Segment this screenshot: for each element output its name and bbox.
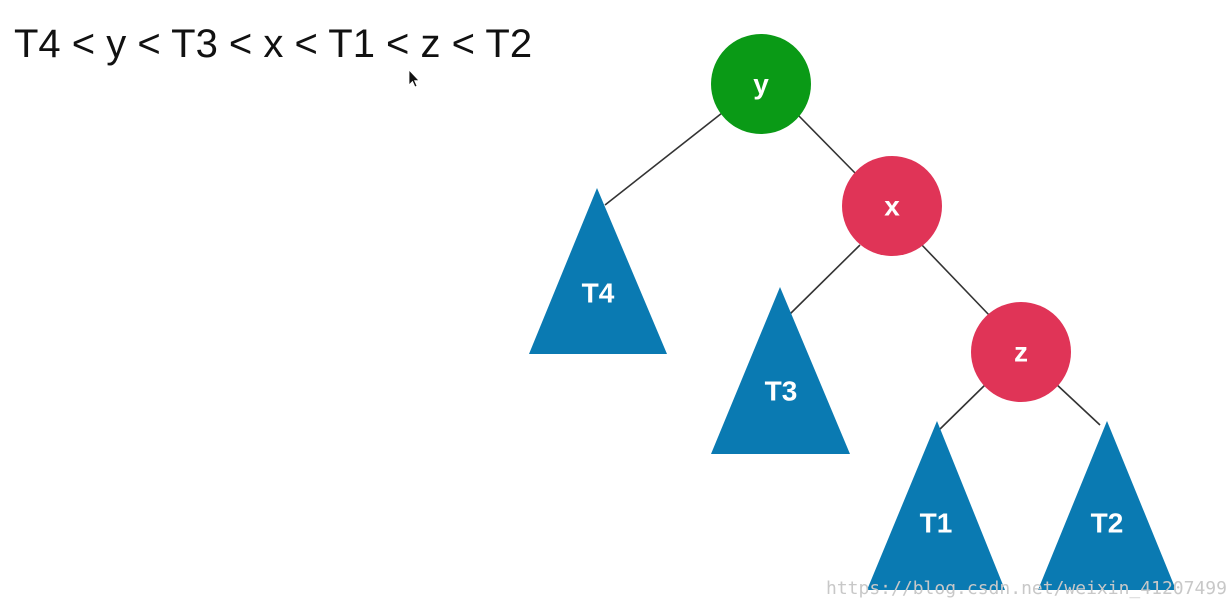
node-x: x	[842, 156, 942, 256]
edge-x-z	[919, 242, 991, 317]
edge-y-t4	[604, 112, 723, 206]
node-z-label: z	[1014, 337, 1028, 368]
edge-z-t1	[937, 382, 988, 432]
node-z: z	[971, 302, 1071, 402]
ordering-expression: T4 < y < T3 < x < T1 < z < T2	[14, 22, 533, 66]
subtree-t2-label: T2	[1091, 508, 1124, 539]
edge-z-t2	[1054, 382, 1101, 426]
subtree-t4: T4	[529, 188, 667, 354]
node-y-circle	[711, 34, 811, 134]
subtree-t4-shape	[529, 188, 667, 354]
node-y: y	[711, 34, 811, 134]
subtree-t2: T2	[1038, 421, 1176, 590]
edge-x-t3	[788, 244, 861, 316]
tree-edges	[604, 112, 1101, 432]
node-z-circle	[971, 302, 1071, 402]
node-x-label: x	[884, 191, 900, 222]
subtree-t1: T1	[867, 421, 1005, 590]
subtree-t2-shape	[1038, 421, 1176, 590]
node-x-circle	[842, 156, 942, 256]
subtree-t1-shape	[867, 421, 1005, 590]
subtree-t1-label: T1	[920, 508, 953, 539]
subtree-t3-label: T3	[765, 376, 798, 407]
node-y-label: y	[753, 69, 769, 100]
watermark-url: https://blog.csdn.net/weixin_41207499	[826, 578, 1227, 599]
edge-y-x	[797, 114, 859, 177]
mouse-pointer-icon	[408, 68, 420, 88]
subtree-t3: T3	[711, 287, 850, 454]
subtree-t4-label: T4	[582, 278, 615, 309]
subtree-t3-shape	[711, 287, 850, 454]
